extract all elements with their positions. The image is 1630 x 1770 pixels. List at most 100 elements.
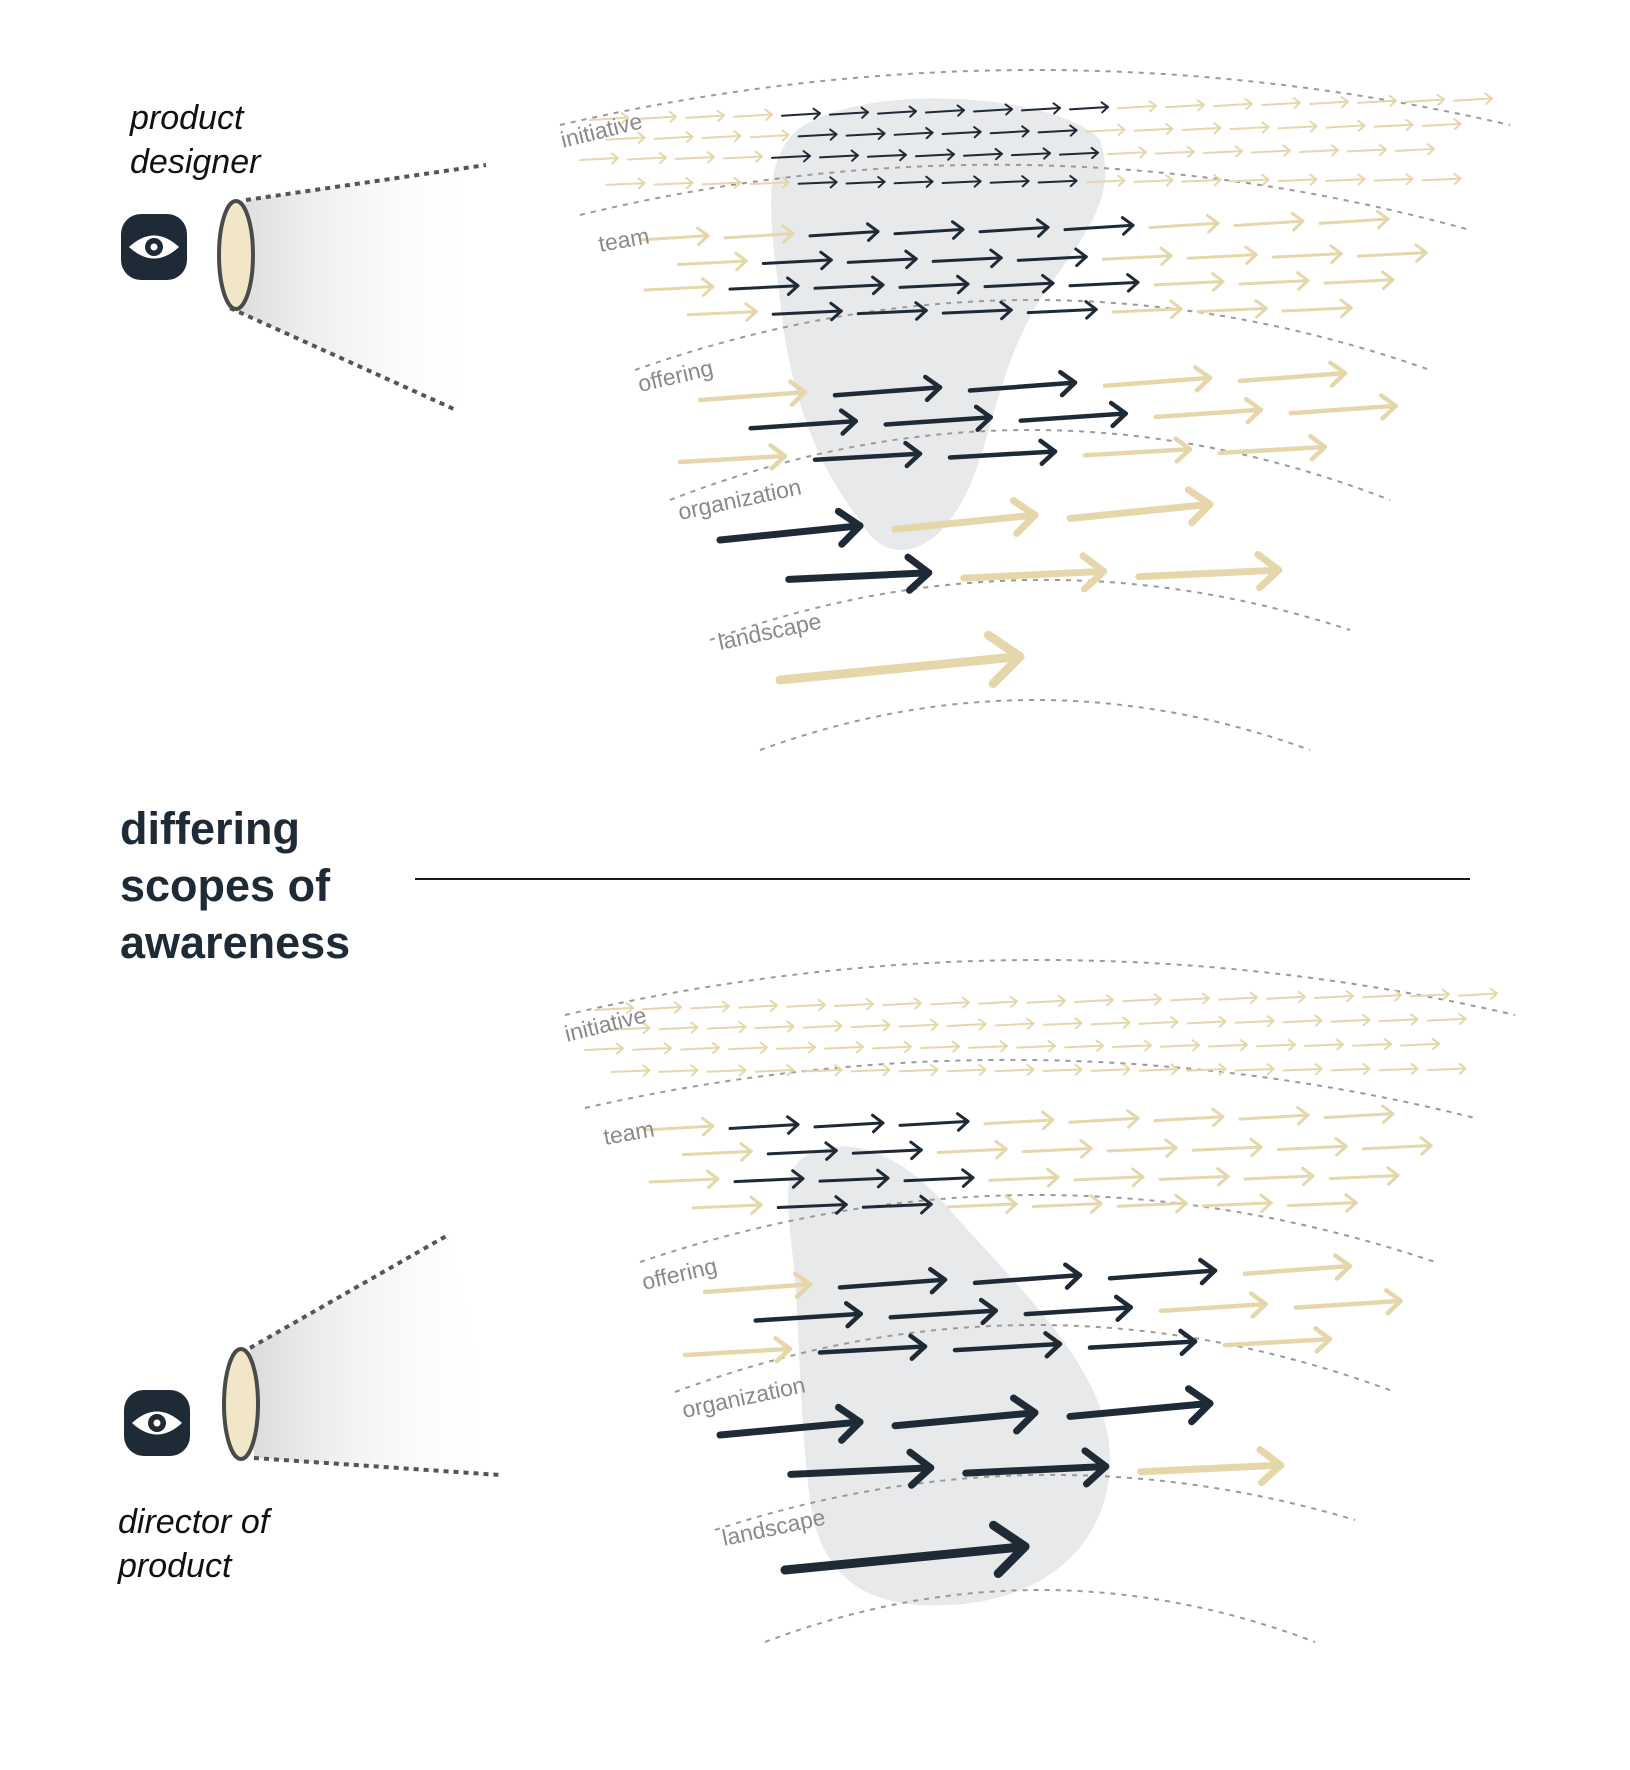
- top-ring-label-team: team: [596, 222, 651, 256]
- top-initiative-arrow: [941, 175, 982, 188]
- bottom-initiative-arrow: [946, 1018, 987, 1031]
- top-initiative-arrow: [845, 127, 886, 140]
- bottom-initiative-arrow: [1026, 994, 1066, 1008]
- top-ring-label-landscape: landscape: [716, 608, 824, 655]
- bottom-team-arrow: [1191, 1137, 1263, 1158]
- bottom-team-arrow: [861, 1194, 933, 1215]
- top-team-arrow: [941, 300, 1013, 321]
- top-light-beam: [230, 165, 486, 410]
- top-team-arrow: [1233, 211, 1305, 232]
- bottom-ring-boundaries: [564, 959, 1516, 1643]
- bottom-ring-label-initiative: initiative: [562, 1002, 649, 1047]
- bottom-initiative-arrow: [930, 996, 970, 1009]
- top-initiative-arrow: [797, 128, 838, 141]
- bottom-initiative-arrow: [1378, 1062, 1419, 1075]
- bottom-initiative-arrow: [802, 1064, 843, 1077]
- bottom-initiative-arrow: [690, 1000, 730, 1013]
- bottom-initiative-arrow: [1122, 993, 1162, 1006]
- bottom-team-arrow: [813, 1113, 885, 1134]
- bottom-initiative-arrow: [802, 1019, 843, 1033]
- top-flashlight-lens: [217, 199, 255, 311]
- bottom-initiative-arrow: [850, 1063, 891, 1077]
- top-arrow-field: [579, 92, 1493, 689]
- bottom-offering-arrow: [1222, 1326, 1333, 1354]
- bottom-initiative-arrow: [1410, 988, 1450, 1001]
- bottom-initiative-arrow: [1234, 1015, 1275, 1028]
- top-team-arrow: [728, 276, 800, 297]
- bottom-initiative-arrow: [1426, 1062, 1467, 1075]
- top-initiative-arrow: [819, 149, 859, 162]
- top-initiative-arrow: [1421, 172, 1462, 185]
- top-initiative-arrow: [973, 103, 1013, 116]
- bottom-initiative-arrow: [1090, 1063, 1131, 1076]
- top-offering-arrow: [697, 379, 808, 407]
- bottom-initiative-arrow: [872, 1040, 912, 1054]
- top-flashlight: [217, 163, 487, 412]
- bottom-initiative-arrow: [584, 1042, 624, 1055]
- top-initiative-arrow: [1165, 99, 1205, 112]
- top-offering-arrow: [1102, 365, 1213, 393]
- bottom-initiative-arrow: [994, 1017, 1035, 1030]
- top-team-arrow: [983, 273, 1055, 294]
- bottom-initiative-arrow: [920, 1040, 960, 1053]
- top-initiative-arrow: [685, 109, 725, 122]
- top-initiative-arrow: [1325, 173, 1366, 186]
- bottom-team-arrow: [1323, 1104, 1395, 1124]
- bottom-team-arrow: [1201, 1193, 1273, 1214]
- top-initiative-arrow: [771, 150, 811, 163]
- top-initiative-arrow: [1373, 173, 1414, 186]
- top-ring-boundary: [559, 69, 1511, 126]
- top-team-arrow: [676, 251, 748, 272]
- top-team-arrow: [898, 274, 970, 295]
- top-offering-arrow: [1237, 360, 1348, 388]
- top-initiative-arrow: [829, 106, 869, 119]
- bottom-team-arrow: [1158, 1167, 1230, 1187]
- bottom-ring-label-team: team: [601, 1115, 656, 1149]
- top-team-arrow: [1068, 273, 1140, 293]
- bottom-initiative-arrow: [1282, 1063, 1323, 1076]
- bottom-landscape-arrow: [780, 1520, 1030, 1579]
- top-initiative-arrow: [797, 176, 838, 189]
- top-beam-edge-upper: [245, 163, 487, 202]
- top-initiative-arrow: [1181, 174, 1222, 187]
- bottom-organization-arrow: [716, 1403, 864, 1444]
- bottom-initiative-arrow: [776, 1041, 816, 1054]
- top-offering-arrow: [812, 440, 923, 469]
- bottom-team-arrow: [1031, 1194, 1103, 1214]
- bottom-initiative-arrow: [1074, 994, 1114, 1007]
- top-initiative-arrow: [781, 107, 821, 120]
- top-initiative-arrow: [893, 175, 934, 188]
- top-organization-arrow: [1135, 550, 1283, 592]
- top-initiative-arrow: [941, 126, 982, 139]
- top-team-arrow: [813, 275, 885, 296]
- bottom-initiative-arrow: [754, 1020, 795, 1033]
- bottom-team-arrow: [1276, 1136, 1348, 1157]
- bottom-initiative-arrow: [1458, 987, 1498, 1000]
- bottom-initiative-arrow: [1304, 1038, 1344, 1051]
- bottom-initiative-arrow: [594, 1002, 634, 1015]
- top-initiative-arrow: [1107, 146, 1147, 159]
- bottom-offering-arrow: [1293, 1288, 1403, 1316]
- bottom-ring-boundary: [584, 1058, 1476, 1119]
- bottom-team-arrow: [648, 1169, 720, 1190]
- top-initiative-arrow: [1229, 173, 1270, 187]
- bottom-initiative-arrow: [882, 997, 922, 1010]
- top-organization-arrow: [960, 552, 1108, 593]
- bottom-organization-arrow: [891, 1394, 1039, 1435]
- top-landscape-arrow: [775, 630, 1025, 689]
- bottom-initiative-arrow: [1330, 1062, 1371, 1076]
- bottom-initiative-arrow: [1208, 1038, 1248, 1052]
- bottom-offering-arrow: [888, 1297, 998, 1326]
- bottom-organization-arrow: [787, 1448, 935, 1489]
- bottom-team-arrow: [903, 1168, 975, 1188]
- bottom-role-label: director of product: [118, 1503, 270, 1585]
- top-initiative-arrow: [845, 175, 886, 189]
- top-awareness-diagram: initiativeteamofferingorganizationlandsc…: [558, 69, 1511, 751]
- top-initiative-arrow: [963, 147, 1003, 161]
- top-initiative-arrow: [893, 126, 934, 140]
- bottom-team-arrow: [691, 1195, 763, 1216]
- top-initiative-arrow: [1021, 102, 1061, 115]
- top-initiative-arrow: [589, 111, 629, 125]
- top-team-arrow: [723, 224, 795, 244]
